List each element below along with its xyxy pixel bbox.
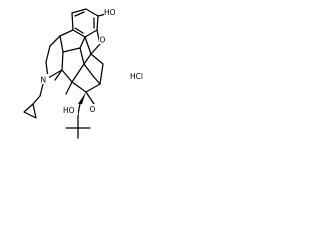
furan-ring bbox=[84, 29, 101, 55]
methoxy-oxygen-label: O bbox=[90, 105, 96, 114]
aromatic-ring bbox=[71, 8, 99, 38]
hydrochloride-salt-label: HCl bbox=[130, 72, 143, 81]
phenol-hydroxyl-label: HO bbox=[104, 8, 116, 17]
hydroxyl-label: HO bbox=[63, 106, 75, 115]
nitrogen-label: N bbox=[41, 76, 47, 85]
tertiary-alcohol-chain bbox=[65, 91, 95, 139]
stereo-wedge bbox=[78, 92, 86, 104]
ring-oxygen-label: O bbox=[100, 36, 106, 45]
morphinan-skeleton bbox=[45, 29, 104, 95]
cyclopropylmethyl-group bbox=[23, 79, 45, 119]
chemical-structure: O HO N HCl HO O bbox=[23, 7, 143, 139]
